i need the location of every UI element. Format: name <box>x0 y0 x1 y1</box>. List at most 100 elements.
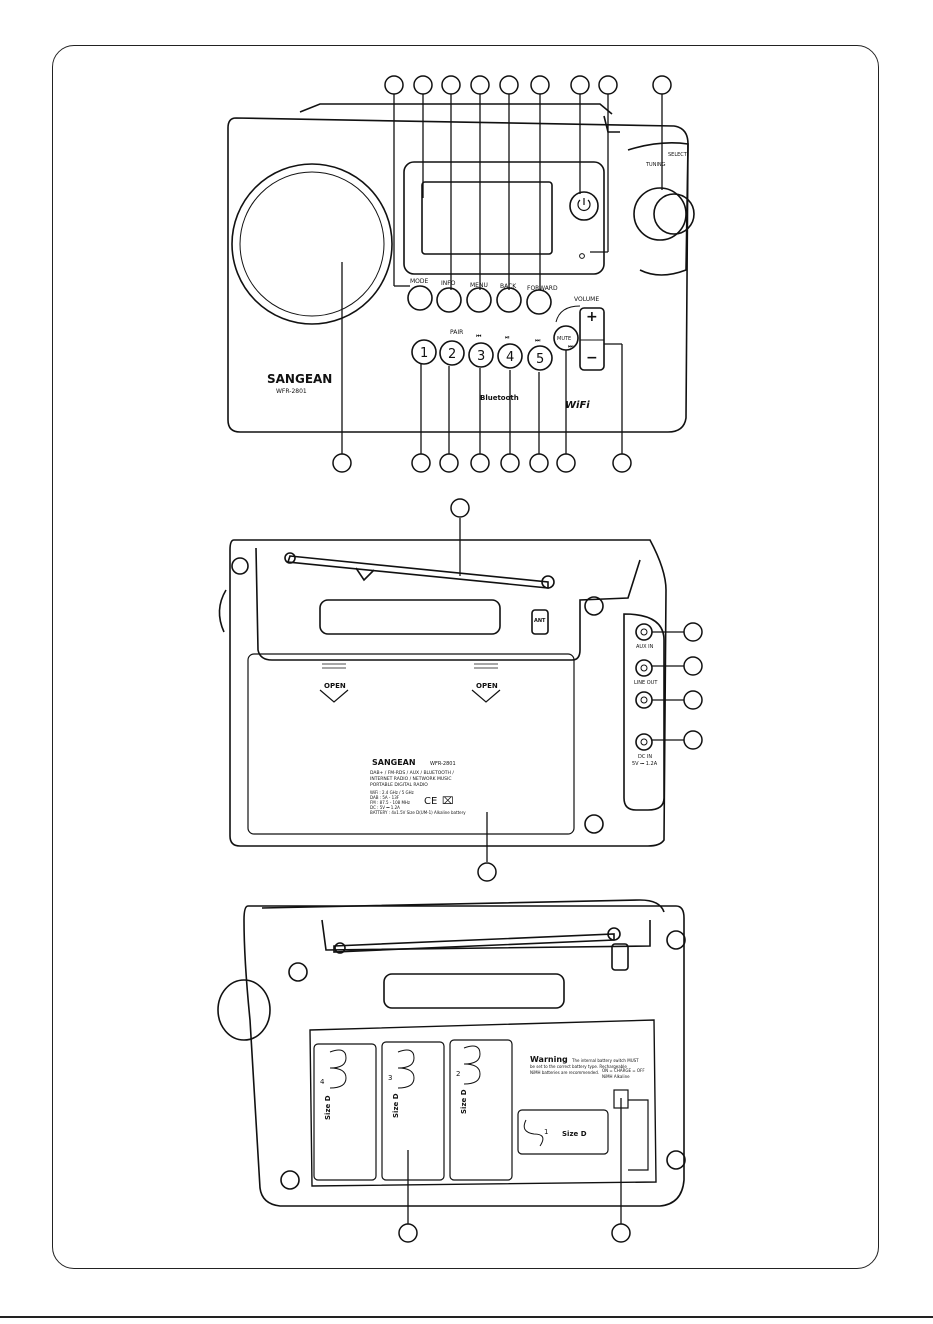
rating-line-1: DAB+ / FM-RDS / AUX / BLUETOOTH / <box>370 770 454 776</box>
callout-bubble <box>683 622 703 642</box>
foot-battery-br <box>666 1150 686 1170</box>
volume-rocker[interactable] <box>579 307 605 371</box>
switch-label-1: ON = CHARGE = OFF <box>602 1068 645 1073</box>
menu-label: MENU <box>470 282 488 289</box>
volume-plus: + <box>586 309 598 325</box>
battery-slot-1 <box>517 1109 609 1155</box>
foot-battery-bl <box>280 1170 300 1190</box>
preset-4-label: 4 <box>506 350 514 365</box>
aux-in-label: AUX IN <box>636 644 654 650</box>
display-window <box>403 161 605 275</box>
tuning-knob-outer[interactable] <box>633 187 687 241</box>
mode-button[interactable] <box>407 285 433 311</box>
weee-bin-icon: ⌧ <box>442 796 454 807</box>
preset-1-button[interactable] <box>411 339 437 365</box>
rating-line-3: PORTABLE DIGITAL RADIO <box>370 782 428 788</box>
callout-bubble <box>598 75 618 95</box>
dc-rating-label: 5V ⎓ 1.2A <box>632 761 658 767</box>
skip-next-icon: ⏭ <box>568 343 574 350</box>
callout-bubble <box>470 453 490 473</box>
line-out-jack[interactable] <box>635 659 653 677</box>
slot-number-2: 2 <box>456 1070 460 1078</box>
mode-label: MODE <box>410 278 429 285</box>
info-label: INFO <box>441 280 456 287</box>
side-panel <box>627 142 689 276</box>
battery-body-outline <box>243 905 685 1207</box>
play-pause-icon: ⏯ <box>505 334 510 341</box>
preset-3-label: 3 <box>477 349 485 364</box>
back-view <box>218 539 667 847</box>
foot-top-right <box>584 596 604 616</box>
callout-bubble <box>556 453 576 473</box>
switch-label-2: NiMH Alkaline <box>602 1074 630 1079</box>
antenna-rod <box>286 555 549 589</box>
ce-mark-icon: CE <box>424 796 437 807</box>
callout-bubble <box>477 862 497 882</box>
forward-label: FORWARD <box>527 285 558 292</box>
power-button[interactable] <box>569 191 599 221</box>
forward-button[interactable] <box>526 289 552 315</box>
warning-line-2: be set to the correct battery type. Rech… <box>530 1064 627 1069</box>
bluetooth-logo: Bluetooth <box>480 394 519 402</box>
slot-number-4: 4 <box>320 1078 325 1086</box>
open-label-right: OPEN <box>476 682 498 690</box>
standby-led <box>579 253 585 259</box>
battery-door <box>247 653 575 835</box>
open-label-left: OPEN <box>324 682 346 690</box>
volume-label: VOLUME <box>574 296 599 303</box>
callout-bubble <box>611 1223 631 1243</box>
preset-2-button[interactable] <box>439 340 465 366</box>
rating-line-6: FM : 87.5 - 108 MHz <box>370 800 410 805</box>
back-button[interactable] <box>496 287 522 313</box>
ant-switch <box>531 609 549 635</box>
reset-jack[interactable] <box>635 691 653 709</box>
rating-line-2: INTERNET RADIO / NETWORK MUSIC <box>370 776 452 782</box>
back-body-outline <box>229 539 667 847</box>
rating-label-brand: SANGEAN <box>372 758 416 767</box>
dc-in-jack[interactable] <box>635 733 653 751</box>
callout-bubble <box>450 498 470 518</box>
callout-bubble <box>683 656 703 676</box>
menu-button[interactable] <box>466 287 492 313</box>
callout-bubbles <box>332 75 703 1243</box>
foot-battery-right <box>666 930 686 950</box>
callout-bubble <box>413 75 433 95</box>
size-d-label-3: Size D <box>392 1093 400 1118</box>
callout-leaders <box>341 94 684 1224</box>
front-body-outline <box>227 117 689 433</box>
callout-bubble <box>529 453 549 473</box>
callout-bubble <box>570 75 590 95</box>
aux-in-jack[interactable] <box>635 623 653 641</box>
display-screen <box>421 181 553 255</box>
info-button[interactable] <box>436 287 462 313</box>
tuning-label: TUNING <box>645 162 666 168</box>
preset-3-button[interactable] <box>468 342 494 368</box>
preset-2-label: 2 <box>448 347 456 362</box>
callout-bubble <box>612 453 632 473</box>
battery-slot-3 <box>381 1041 445 1181</box>
side-knob-battery <box>217 979 271 1041</box>
line-out-label: LINE OUT <box>634 680 658 686</box>
rating-line-7: DC : 5V ⎓ 1.2A <box>370 805 400 810</box>
preset-5-button[interactable] <box>527 345 553 371</box>
callout-bubble <box>499 75 519 95</box>
foot-top-left <box>231 557 249 575</box>
front-model: WFR-2801 <box>276 388 307 395</box>
battery-compartment <box>309 1019 657 1187</box>
callout-bubble <box>441 75 461 95</box>
callout-bubble <box>683 730 703 750</box>
tuning-knob[interactable] <box>653 193 695 235</box>
handle-slot-battery <box>383 973 565 1009</box>
figure-frame <box>52 45 879 1269</box>
callout-bubble <box>398 1223 418 1243</box>
preset-4-button[interactable] <box>497 343 523 369</box>
dc-in-label: DC IN <box>638 754 652 760</box>
warning-line-3: NiMH batteries are recommended. <box>530 1070 599 1075</box>
slot-number-3: 3 <box>388 1074 392 1082</box>
battery-slot-2 <box>449 1039 513 1181</box>
front-brand: SANGEAN <box>267 372 332 386</box>
pair-label: PAIR <box>450 329 463 336</box>
page-bottom-rule <box>0 1316 933 1318</box>
size-d-label-1: Size D <box>562 1130 587 1138</box>
